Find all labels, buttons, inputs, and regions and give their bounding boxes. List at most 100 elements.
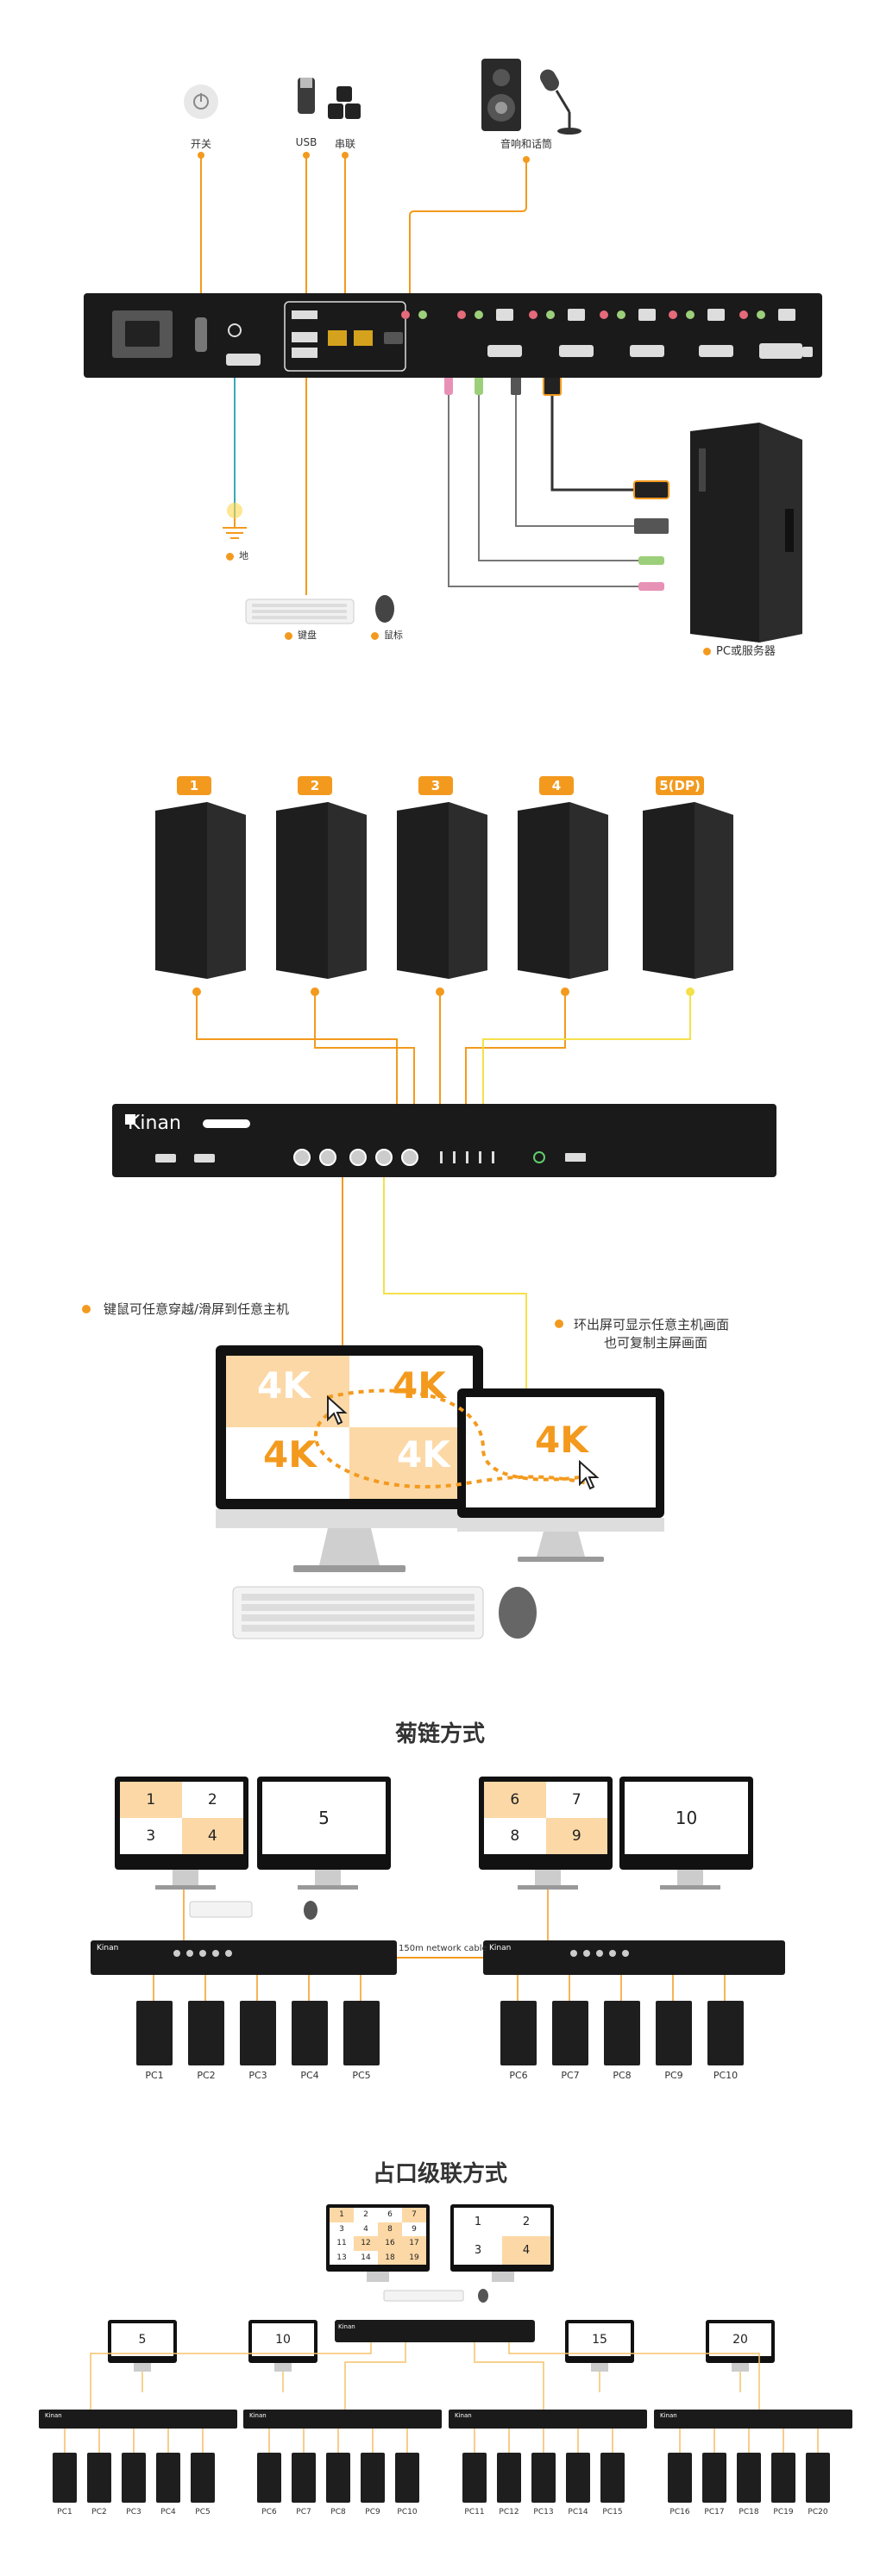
cable-label: 150m network cable: [399, 1944, 487, 1953]
quad-cell: 2: [207, 1791, 217, 1808]
cascade-master-kvm: [335, 2320, 535, 2342]
power-switch: [195, 317, 207, 352]
cascade-monitor-5: 5: [108, 2320, 177, 2363]
quad-cell: 8: [510, 1827, 520, 1845]
cascade-brand-3: Kinan: [455, 2412, 472, 2419]
quad-cell: 4: [502, 2236, 550, 2265]
host-tower-1: [155, 802, 246, 979]
daisy-kvm-right: [483, 1940, 785, 1975]
green-plug-end: [638, 556, 664, 565]
cable-usb: [515, 392, 656, 527]
kvm-name-plate: [203, 1119, 250, 1128]
cascade-brand-4: Kinan: [660, 2412, 677, 2419]
cascade-brand-master: Kinan: [338, 2323, 355, 2330]
kvm-brand: Kinan: [128, 1113, 181, 1134]
daisy-title: 菊链方式: [394, 1721, 485, 1747]
grid-cell: 12: [354, 2236, 378, 2251]
grid-cell: 16: [378, 2236, 402, 2251]
cable-hdmi: [550, 392, 656, 492]
usb-cascade-box: [284, 301, 406, 372]
pc-label: PC12: [499, 2508, 519, 2516]
grid-cell: 14: [361, 2253, 371, 2262]
pc-label: PC4: [300, 2070, 319, 2081]
grid-cell: 8: [378, 2222, 402, 2236]
pc-label: PC3: [126, 2508, 141, 2516]
daisy-kvm-left: [91, 1940, 397, 1975]
pc-label: PC1: [145, 2070, 164, 2081]
ground-screw: [228, 323, 242, 337]
quad-cell: 1: [474, 2216, 482, 2228]
pc-label: PC1: [57, 2508, 72, 2516]
pc-label: PC2: [91, 2508, 107, 2516]
cascade-brand-2: Kinan: [249, 2412, 267, 2419]
grid-cell: 13: [336, 2253, 347, 2262]
screen-4k-1: 4K: [257, 1364, 311, 1407]
quad-cell: 4: [181, 1818, 243, 1854]
pc-label: PC9: [664, 2070, 683, 2081]
grid-cell: 11: [336, 2239, 347, 2248]
grid-cell: 4: [363, 2224, 368, 2234]
pc-label: PC10: [397, 2508, 418, 2516]
pc-label: PC6: [261, 2508, 277, 2516]
pc-label: PC7: [296, 2508, 311, 2516]
screen-4k-loop: 4K: [535, 1419, 588, 1461]
pc-label: PC6: [509, 2070, 528, 2081]
cascade-kvm-1: [39, 2410, 237, 2429]
grid-cell: 19: [402, 2250, 426, 2265]
pc-label: PC5: [195, 2508, 211, 2516]
callout-right-line1: 环出屏可显示任意主机画面: [574, 1317, 730, 1332]
cascade-kvm-4: [654, 2410, 852, 2429]
quad-cell: 3: [146, 1827, 156, 1845]
quad-cell: 9: [545, 1818, 607, 1854]
daisy-left-quad-monitor: 1 2 3 4: [115, 1777, 248, 1870]
grid-cell: 9: [412, 2224, 417, 2234]
pc-label: PC20: [808, 2508, 828, 2516]
cascade-kvm-3: [449, 2410, 647, 2429]
audio-label: 音响和话筒: [500, 138, 552, 150]
grid-cell: 3: [339, 2224, 344, 2234]
daisy-right-quad-monitor: 6 7 8 9: [479, 1777, 613, 1870]
cascade-label: 串联: [334, 138, 355, 150]
cascade-title: 占口级联方式: [372, 2161, 507, 2187]
callout-right-line2: 也可复制主屏画面: [604, 1335, 708, 1351]
host-badge-1: 1: [177, 776, 211, 795]
pc-label: PC8: [330, 2508, 346, 2516]
host-badge-5: 5(DP): [656, 776, 704, 795]
pc-label: PC或服务器: [703, 642, 776, 658]
cable-pink: [448, 392, 656, 587]
pc-label: PC3: [248, 2070, 267, 2081]
daisy-brand-left: Kinan: [97, 1944, 119, 1952]
monitor-screen: 15: [569, 2323, 631, 2356]
mouse-big: [499, 1587, 537, 1639]
screen-4k-2: 4K: [393, 1364, 446, 1407]
quad-cell: 2: [522, 2216, 531, 2228]
host-badge-3: 3: [418, 776, 453, 795]
pc-label: PC8: [613, 2070, 632, 2081]
single-screen: 5: [262, 1782, 386, 1854]
kvm-rear-chassis: [84, 293, 822, 378]
grid-cell: 18: [378, 2250, 402, 2265]
cascade-monitor-10: 10: [248, 2320, 317, 2363]
host-towers: [155, 802, 733, 979]
mouse-label: 鼠标: [371, 628, 403, 642]
usb-plug-end: [634, 518, 669, 534]
host-badge-2: 2: [298, 776, 332, 795]
power-label: 开关: [190, 138, 211, 150]
single-screen: 10: [625, 1782, 748, 1854]
quad-cell: 3: [474, 2244, 482, 2257]
keyboard-label: 键盘: [285, 628, 317, 642]
host-tower-4: [518, 802, 608, 979]
host-tower-5: [643, 802, 733, 979]
ground-icon: [223, 517, 247, 539]
daisy-brand-right: Kinan: [489, 1944, 512, 1952]
grid-cell: 2: [363, 2210, 368, 2220]
cascade-quad-monitor: 1 2 3 4: [450, 2204, 554, 2272]
host-tower-2: [276, 802, 367, 979]
host-tower-3: [397, 802, 487, 979]
pc-label: PC18: [739, 2508, 759, 2516]
cascade-kvm-2: [243, 2410, 442, 2429]
pink-plug-end: [638, 582, 664, 591]
cascade-icon: [328, 86, 361, 119]
